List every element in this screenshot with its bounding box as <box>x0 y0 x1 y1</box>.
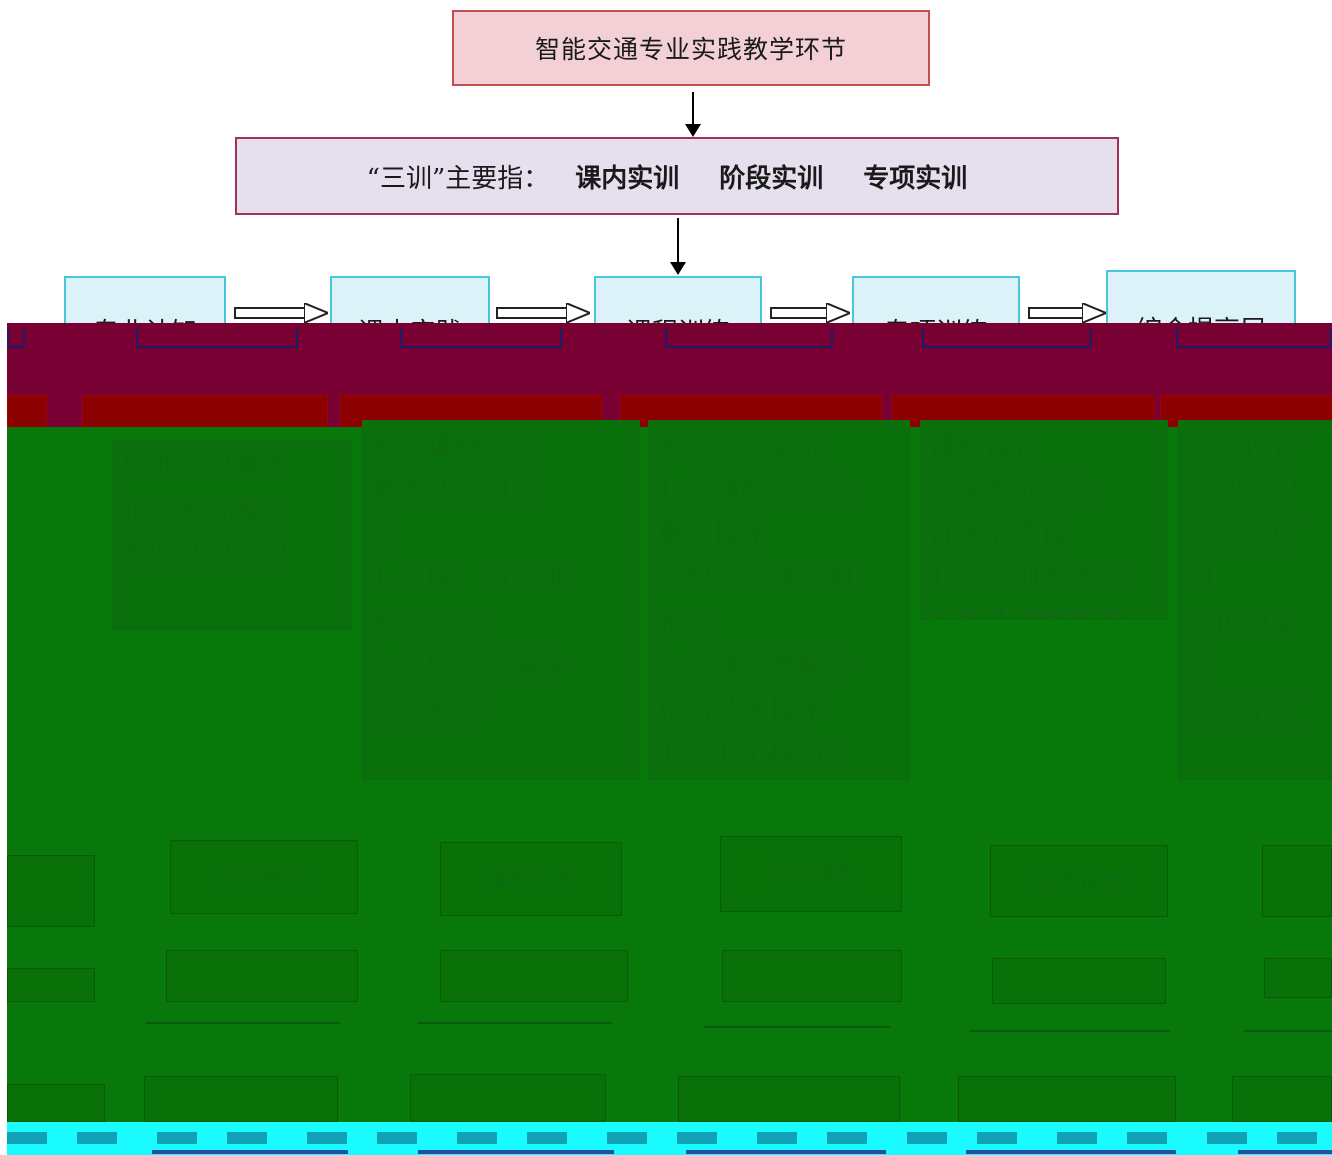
ghost-bracket-5 <box>922 328 1092 348</box>
ghost-box-row3-2 <box>144 1076 338 1122</box>
ghost-box-row2-2 <box>166 950 358 1002</box>
ghost-box-row1-2: 实践教学 <box>170 840 358 914</box>
ghost-column-2: 专业课程实验 教学研究讨论 验 1.开展：由主讲 专业实验 2.指导实践操作 实… <box>362 420 640 780</box>
ghost-label-4: 综合训练 <box>1034 871 1123 896</box>
ghost-box-row2-4 <box>722 950 902 1002</box>
corruption-band-cyan-noise <box>7 1132 1332 1144</box>
ghost-bracket-6 <box>1176 328 1332 348</box>
ghost-box-row3-1 <box>7 1084 105 1122</box>
bottom-rule-5 <box>1238 1150 1332 1154</box>
bottom-rule-3 <box>686 1150 886 1154</box>
ghost-text-3: 专业综合实训 1.交通检测系统 集成技术 2.智能交通控制 系统 3.交通大数据… <box>657 430 852 771</box>
ghost-rule-1 <box>146 1022 340 1024</box>
bottom-rule-4 <box>966 1150 1176 1154</box>
ghost-box-row2-6 <box>1264 958 1332 998</box>
bottom-rule-2 <box>418 1150 614 1154</box>
ghost-text-2: 专业课程实验 教学研究讨论 验 1.开展：由主讲 专业实验 2.指导实践操作 实… <box>371 430 566 727</box>
ghost-box-row1-6 <box>1262 845 1332 917</box>
ghost-box-row2-5 <box>992 958 1166 1004</box>
ghost-bracket-4 <box>665 328 833 348</box>
ghost-text-4: 课程设计 交通专项综合 训练的项目 1.综合训练技能 2.职业资格技能 <box>929 430 1124 619</box>
ghost-box-row1-3: 课程实践 <box>440 842 622 916</box>
right-arrow-1 <box>234 303 328 323</box>
ghost-rule-2 <box>418 1022 612 1024</box>
ghost-bracket-1 <box>7 328 25 348</box>
ghost-column-1: 校外实习基地 企业参观教育 专业认识实习 <box>112 440 352 630</box>
ghost-rule-5 <box>1244 1030 1332 1032</box>
down-arrow-1 <box>685 92 701 137</box>
title-text: 智能交通专业实践教学环节 <box>534 35 847 64</box>
training-item-2: 阶段实训 <box>719 163 824 194</box>
ghost-box-row1-1 <box>7 855 95 927</box>
ghost-label-2: 课程实践 <box>486 868 575 893</box>
right-arrow-4 <box>1028 303 1106 323</box>
ghost-text-5: 毕业设计 企业实习 2.综合项目 3.顶岗实习 毕业论文 <box>1187 430 1300 727</box>
training-lead: “三训”主要指： <box>366 163 550 194</box>
right-arrow-3 <box>770 303 850 323</box>
ghost-rule-4 <box>970 1030 1170 1032</box>
ghost-box-row3-4 <box>678 1076 900 1122</box>
training-item-1: 课内实训 <box>575 163 680 194</box>
bottom-rule-1 <box>152 1150 348 1154</box>
ghost-box-row2-1 <box>7 968 95 1002</box>
ghost-column-5: 毕业设计 企业实习 2.综合项目 3.顶岗实习 毕业论文 <box>1178 420 1332 780</box>
ghost-box-row1-4: 专项训练 <box>720 836 902 912</box>
ghost-box-row3-5 <box>958 1076 1176 1122</box>
ghost-text-1: 校外实习基地 企业参观教育 专业认识实习 <box>121 450 290 571</box>
ghost-column-4: 课程设计 交通专项综合 训练的项目 1.综合训练技能 2.职业资格技能 <box>920 420 1168 620</box>
ghost-box-row3-6 <box>1232 1076 1332 1122</box>
ghost-box-row2-3 <box>440 950 628 1002</box>
training-box: “三训”主要指： 课内实训 阶段实训 专项实训 <box>235 137 1119 215</box>
ghost-bracket-2 <box>136 328 298 348</box>
down-arrow-2 <box>670 218 686 275</box>
ghost-label-3: 专项训练 <box>766 862 855 887</box>
ghost-box-row3-3 <box>410 1074 606 1122</box>
title-box: 智能交通专业实践教学环节 <box>452 10 930 86</box>
training-item-3: 专项实训 <box>863 163 968 194</box>
ghost-bracket-3 <box>400 328 562 348</box>
ghost-column-3: 专业综合实训 1.交通检测系统 集成技术 2.智能交通控制 系统 3.交通大数据… <box>648 420 910 780</box>
ghost-rule-3 <box>704 1026 890 1028</box>
ghost-label-1: 实践教学 <box>219 866 308 891</box>
right-arrow-2 <box>496 303 590 323</box>
ghost-box-row1-5: 综合训练 <box>990 845 1168 917</box>
